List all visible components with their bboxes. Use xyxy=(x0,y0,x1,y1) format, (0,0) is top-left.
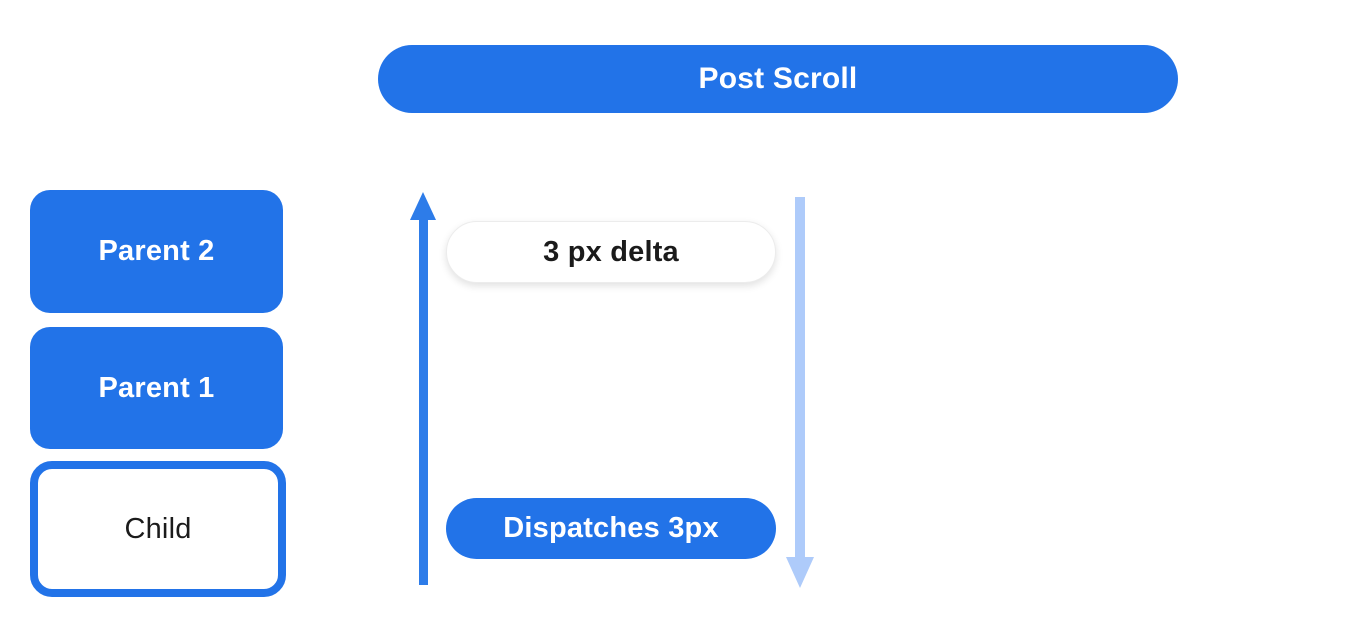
up-arrow-shaft xyxy=(418,220,428,585)
dispatch-pill: Dispatches 3px xyxy=(446,498,776,559)
delta-pill: 3 px delta xyxy=(446,221,776,283)
parent-1-label: Parent 1 xyxy=(98,371,215,404)
parent-2-label: Parent 2 xyxy=(98,235,215,267)
parent-2-box: Parent 2 xyxy=(30,190,283,313)
down-arrow-icon xyxy=(786,197,814,588)
down-arrow-shaft xyxy=(795,197,805,557)
parent-1-box: Parent 1 xyxy=(30,327,283,449)
child-box: Child xyxy=(30,461,286,597)
post-scroll-banner: Post Scroll xyxy=(378,45,1178,113)
delta-pill-label: 3 px delta xyxy=(543,235,679,268)
up-arrow-icon xyxy=(410,192,436,585)
child-label: Child xyxy=(124,512,192,545)
up-arrow-head xyxy=(410,192,436,220)
down-arrow-head xyxy=(786,557,814,588)
dispatch-pill-label: Dispatches 3px xyxy=(503,512,719,544)
post-scroll-label: Post Scroll xyxy=(698,62,858,95)
